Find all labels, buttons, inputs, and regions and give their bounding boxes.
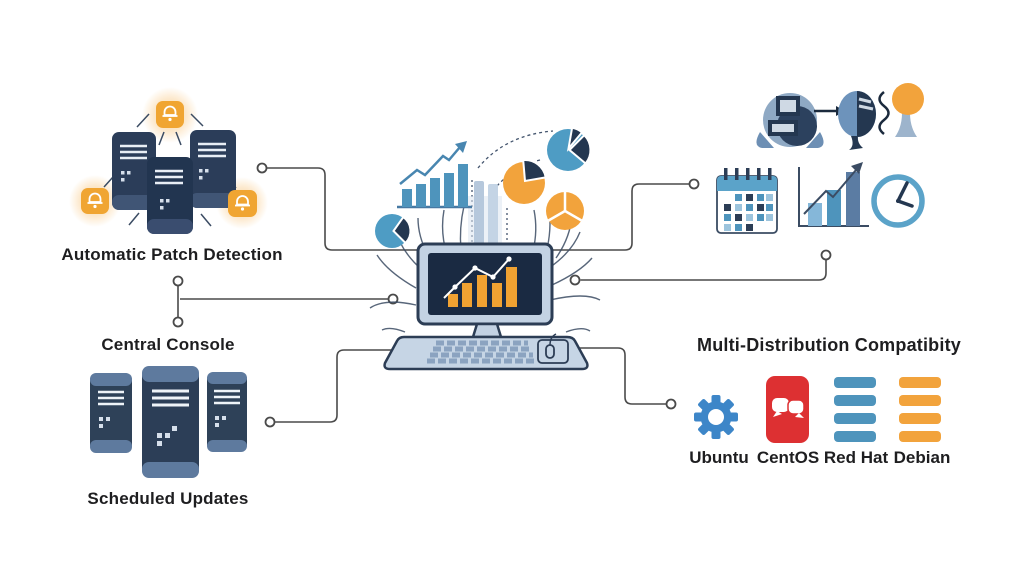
- pie-chart-icon: [503, 159, 547, 204]
- mouse-pad: [537, 339, 569, 364]
- status-ball-icon: [892, 83, 924, 137]
- label-automatic-patch-detection: Automatic Patch Detection: [61, 245, 283, 264]
- pie-chart-icon: [547, 126, 592, 171]
- label-ubuntu: Ubuntu: [689, 448, 749, 467]
- label-redhat: Red Hat: [823, 448, 889, 467]
- label-central-console: Central Console: [101, 335, 235, 354]
- gear-icon: [694, 395, 738, 439]
- screen-bar-chart: [448, 267, 517, 307]
- stacked-bars-icon: [834, 377, 876, 442]
- keyboard-keys: [427, 340, 535, 364]
- floating-charts: [375, 126, 592, 248]
- connector-lines: [172, 162, 832, 428]
- server-tower-icon: [190, 130, 236, 208]
- schedule-icons: [716, 162, 925, 234]
- server-tower-icon: [112, 132, 156, 210]
- squiggle-icon: [878, 91, 890, 135]
- server-tower-icon: [142, 366, 199, 478]
- calendar-icon: [716, 168, 778, 234]
- growth-chart-icon: [798, 162, 869, 227]
- alert-bell-icon: [228, 190, 257, 217]
- automation-robot-icon: [756, 83, 924, 150]
- server-tower-icon: [147, 157, 193, 234]
- calendar-grid: [724, 194, 773, 231]
- keyboard-base-icon: [383, 333, 589, 371]
- label-multi-distribution: Multi-Distribution Compatibity: [697, 335, 961, 355]
- label-debian: Debian: [893, 448, 951, 467]
- screen-line-chart: [443, 256, 512, 299]
- balloon-head-icon: [838, 91, 876, 150]
- alert-rays: [103, 113, 237, 227]
- pie-chart-icon: [546, 192, 584, 230]
- bar-chart-icon: [397, 141, 472, 209]
- alert-bell-icon: [81, 188, 109, 214]
- rising-pillars: [468, 181, 502, 248]
- monitor-icon: [416, 242, 554, 339]
- connector-endpoints: [172, 162, 832, 428]
- mouse-icon: [545, 344, 555, 359]
- chat-bubbles-icon: [766, 376, 809, 443]
- label-centos: CentOS: [756, 448, 820, 467]
- pie-chart-icon: [375, 214, 412, 248]
- label-scheduled-updates: Scheduled Updates: [87, 489, 249, 508]
- alert-bell-icon: [156, 101, 184, 128]
- server-tower-icon: [90, 373, 132, 453]
- patch-detection-illustration: [69, 87, 268, 234]
- server-tower-icon: [207, 372, 247, 452]
- stacked-bars-icon: [899, 377, 941, 442]
- scheduled-updates-illustration: [90, 366, 247, 478]
- clock-icon: [871, 174, 925, 228]
- distro-icons-row: [694, 376, 941, 443]
